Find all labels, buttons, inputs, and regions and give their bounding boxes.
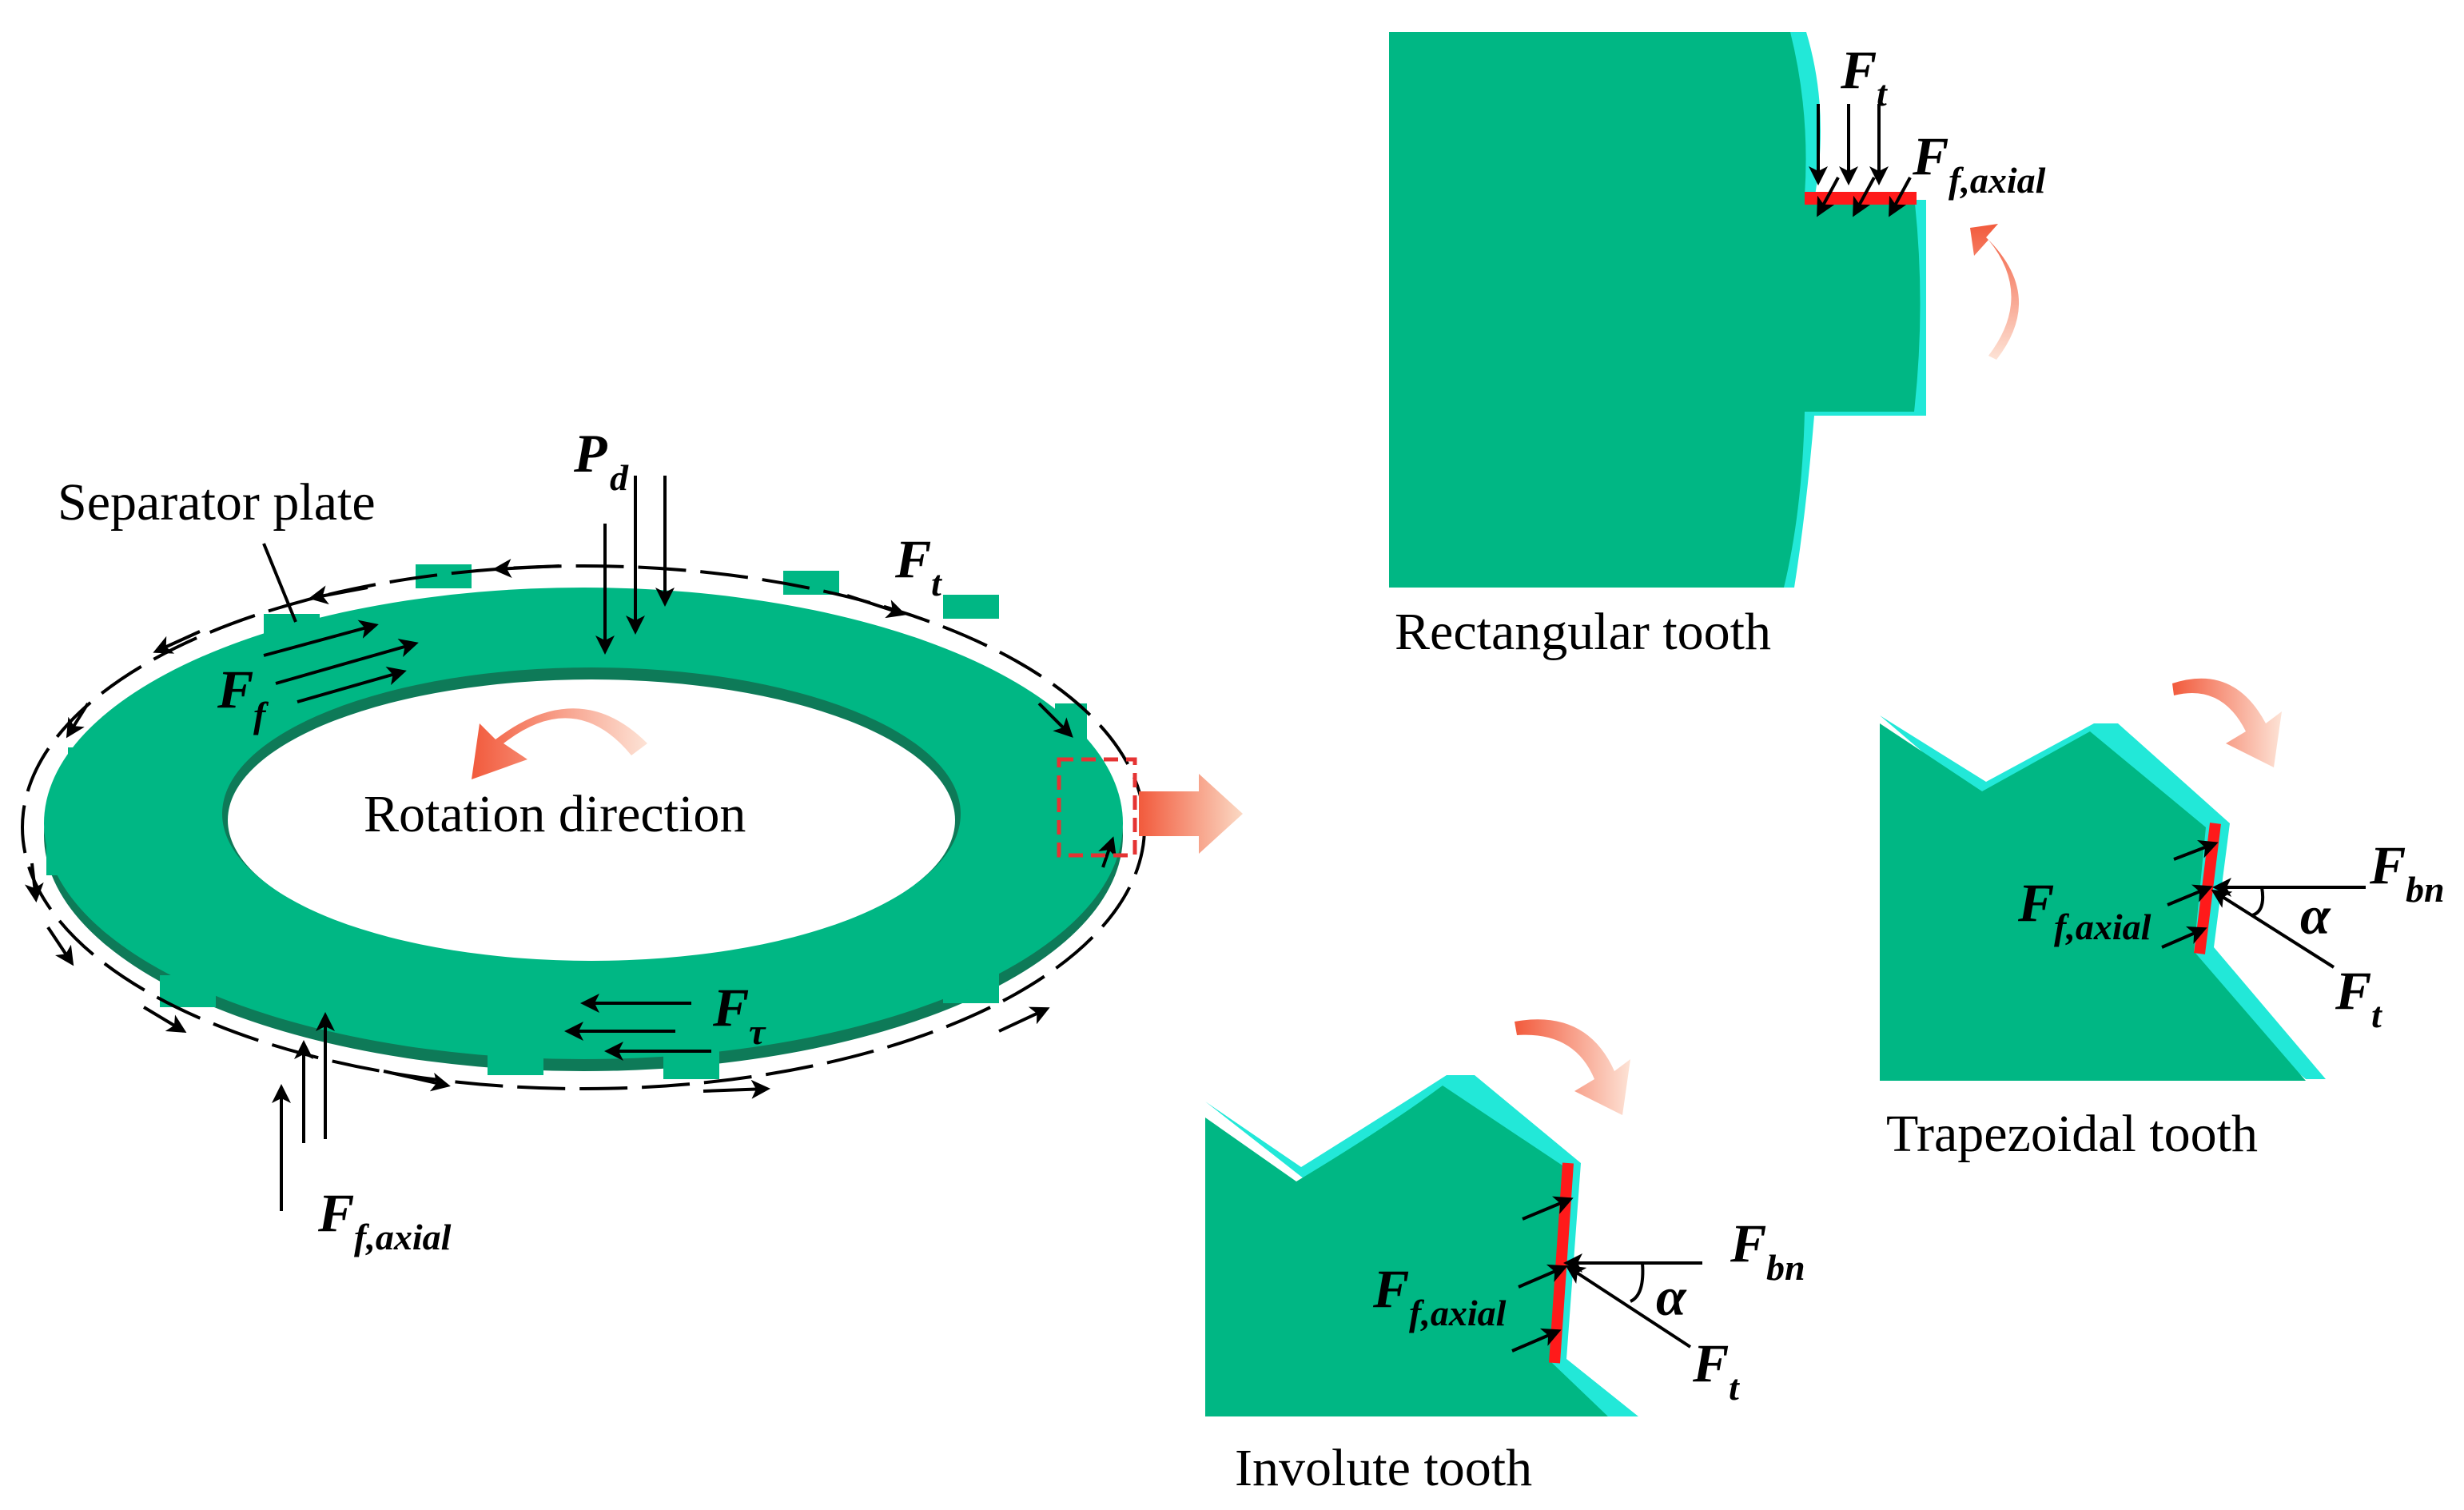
label-fbn-inv: F bn <box>1730 1213 1805 1288</box>
friction-arrows-ftau <box>564 994 711 1061</box>
svg-text:t: t <box>931 563 942 604</box>
svg-text:F: F <box>1372 1258 1409 1319</box>
svg-text:τ: τ <box>749 1011 766 1052</box>
label-ft-rect: F t <box>1840 39 1888 114</box>
tangential-arrows <box>24 559 1117 1099</box>
svg-text:P: P <box>573 423 607 484</box>
inv-rotation-arrow <box>1515 1019 1630 1115</box>
label-ffaxial-rect: F f,axial <box>1912 126 2046 201</box>
svg-text:F: F <box>1840 39 1877 100</box>
svg-text:d: d <box>610 457 629 498</box>
svg-text:t: t <box>2371 994 2382 1035</box>
tooth-callout-box <box>1057 757 1137 858</box>
separator-plate-leader <box>262 543 297 623</box>
label-ffaxial-inv: F f,axial <box>1372 1258 1507 1333</box>
separator-plate-label: Separator plate <box>58 473 376 532</box>
label-alpha-trap: α <box>2300 885 2331 946</box>
svg-text:F: F <box>217 659 253 719</box>
svg-text:F: F <box>1692 1333 1729 1393</box>
svg-text:f,axial: f,axial <box>2054 906 2152 947</box>
label-ff: F f <box>217 659 269 735</box>
rectangular-tooth-label: Rectangular tooth <box>1395 603 1771 661</box>
rect-rotation-arrow <box>1970 224 2020 360</box>
svg-text:F: F <box>2335 960 2371 1021</box>
label-ft-inv: F t <box>1692 1333 1740 1408</box>
trap-rotation-arrow <box>2172 678 2282 767</box>
svg-text:f,axial: f,axial <box>1409 1293 1507 1333</box>
involute-tooth-label: Involute tooth <box>1235 1439 1532 1497</box>
svg-text:f,axial: f,axial <box>354 1217 452 1257</box>
rectangular-tooth <box>1389 32 2020 588</box>
trapezoidal-tooth <box>1880 678 2366 1081</box>
pressure-arrows <box>595 476 675 655</box>
label-ft-trap: F t <box>2335 960 2382 1035</box>
rotation-arrow <box>472 708 647 779</box>
alpha-arc-inv <box>1630 1262 1645 1303</box>
label-ffaxial-trap: F f,axial <box>2017 872 2152 947</box>
involute-tooth <box>1205 1019 1702 1416</box>
zoom-arrow <box>1139 774 1243 854</box>
label-pd: P d <box>573 423 629 498</box>
svg-text:bn: bn <box>2406 869 2445 910</box>
svg-text:F: F <box>2369 835 2406 895</box>
svg-text:F: F <box>1730 1213 1766 1273</box>
svg-text:F: F <box>1912 126 1949 186</box>
axial-arrows <box>272 1012 335 1211</box>
label-alpha-inv: α <box>1656 1266 1687 1327</box>
svg-text:F: F <box>2017 872 2054 933</box>
svg-text:t: t <box>1877 73 1888 114</box>
svg-text:t: t <box>1729 1367 1740 1408</box>
label-ftau: F τ <box>712 977 766 1052</box>
svg-text:F: F <box>712 977 749 1038</box>
separator-plate <box>44 564 1123 1079</box>
svg-text:F: F <box>317 1182 354 1243</box>
label-fbn-trap: F bn <box>2369 835 2445 910</box>
svg-text:f: f <box>253 695 269 735</box>
friction-arrows-ff <box>263 620 419 703</box>
rotation-direction-label: Rotation direction <box>364 785 746 843</box>
label-ffaxial-plate: F f,axial <box>317 1182 452 1257</box>
svg-text:bn: bn <box>1766 1247 1805 1288</box>
alpha-arc-trap <box>2251 886 2265 917</box>
trapezoidal-tooth-label: Trapezoidal tooth <box>1886 1105 2258 1163</box>
svg-text:f,axial: f,axial <box>1949 160 2046 201</box>
label-ft-plate: F t <box>894 528 942 604</box>
svg-text:F: F <box>894 528 931 589</box>
